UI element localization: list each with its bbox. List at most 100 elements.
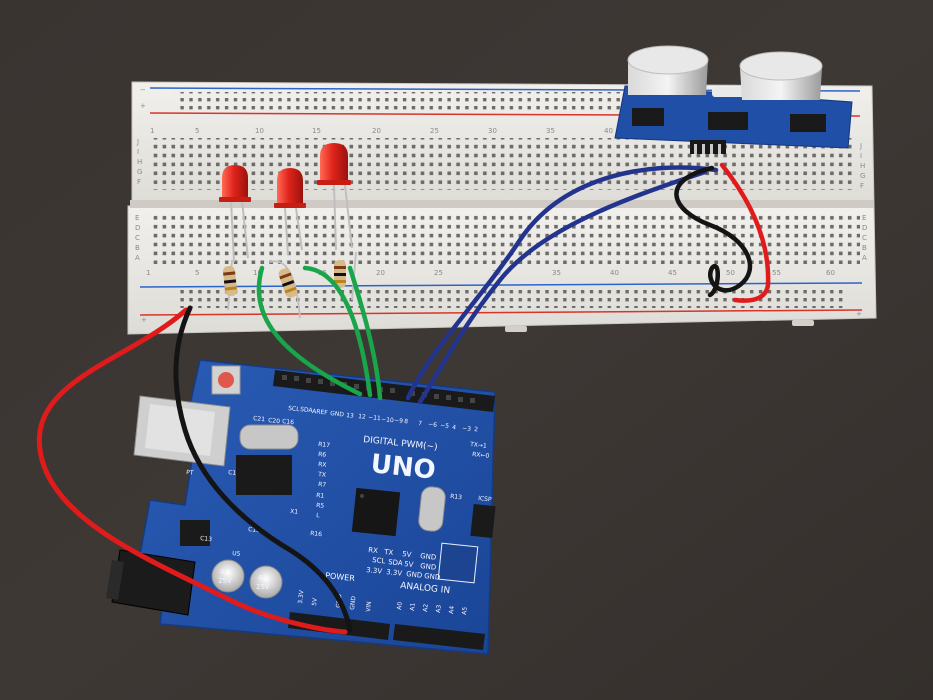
pt-label: PT [186,469,194,477]
chip-dot [360,494,364,498]
ultrasonic-sensor [614,45,853,154]
wire-green-2 [302,265,373,398]
tx-pin-label: TX→1 [469,441,487,450]
wire-red-5v [36,307,348,635]
rail-plus-bottom: + [141,316,147,324]
sda-label: SDA [300,406,314,414]
wire-black-sensor-gnd [674,165,753,298]
col-num-top-35: 35 [546,127,555,135]
row-A-right: A [862,254,867,262]
sda-label-mid: SDA [388,558,403,567]
wire-blue-2 [417,169,708,405]
col-num-top-15: 15 [312,127,321,135]
rail-minus-top: − [140,86,146,94]
col-num-bottom-5: 5 [195,269,199,277]
row-I-right: I [860,152,862,160]
r17-label: R17 [318,441,331,449]
pin8-label: 8 [404,418,409,425]
resistor-1 [222,259,238,311]
pin2-label: 2 [474,426,479,433]
cap2-label-top: 47 [258,574,267,582]
rail-line-red-bottom [139,309,863,316]
power-header [288,612,390,640]
l-led-label: L [316,512,321,519]
rx-pin-label: RX←0 [472,451,490,460]
microcontroller-chip [351,487,401,537]
rx-led-label: RX [318,461,327,469]
col-num-bottom-40: 40 [610,269,619,277]
terminal-holes-upper [152,138,852,190]
c1-label: C1 [228,469,237,477]
tx-led-label: TX [317,471,326,479]
c21-label: C21 [253,415,266,423]
rail-holes-top [175,92,625,110]
3v3-label-1: 3.3V [366,566,383,576]
r6-label: R6 [318,451,327,459]
sensor-transducer-right [739,51,823,100]
gnd-label-mid: GND [420,552,437,562]
pin9-label: ~9 [394,417,404,425]
col-num-bottom-1: 1 [146,269,150,277]
col-num-bottom-45: 45 [668,269,677,277]
r5-label: R5 [316,502,325,510]
arduino-uno-board: 47 25V 47 25V UNO DIGITAL PWM(~) [106,359,496,655]
row-E-right: E [862,214,866,222]
main-crystal [418,486,446,532]
rx-tx-label-tx: TX [383,548,394,557]
breadboard-groove [130,200,874,208]
pin13-label: 13 [346,412,355,420]
a0-label: A0 [396,601,404,610]
wire-blue-1 [405,165,719,401]
scl-label: SCL [288,405,301,413]
row-H-right: H [860,162,865,170]
row-E: E [135,214,139,222]
row-B: B [135,244,140,252]
col-num-bottom-60: 60 [826,269,835,277]
row-D-right: D [862,224,867,232]
col-num-top-1: 1 [150,127,154,135]
breadboard-foot-1 [505,326,527,332]
ioref-label: 3.3V [297,589,305,604]
pin10-label: ~10 [381,416,395,424]
a3-label: A3 [435,604,443,613]
board-name-uno: UNO [369,449,437,486]
usb-connector [133,395,231,467]
a4-label: A4 [448,605,456,614]
pin7-label: 7 [418,420,423,427]
row-A: A [135,254,140,262]
aref-label: AREF [312,408,329,417]
col-num-top-25: 25 [430,127,439,135]
capacitor-1: 47 25V [211,559,245,593]
gnd-label-mid2: GND [420,562,437,572]
terminal-holes-lower [150,212,860,264]
c20-label: C20 [268,417,281,425]
c13-label: C13 [200,535,213,543]
row-C: C [135,234,140,242]
sensor-chip-3 [790,114,826,132]
5v-label-mid: 5V [402,550,412,559]
5v-label-mid2: 5V [404,560,414,569]
pin11-label: ~11 [368,414,382,422]
sensor-header [690,140,726,154]
col-num-bottom-50: 50 [726,269,735,277]
cap2-label-mid: 25V [256,583,270,591]
row-G-right: G [860,172,865,180]
pin3-label: ~3 [462,425,472,433]
r7-label: R7 [318,481,327,489]
row-letters-lower-right: E D C B A [862,214,867,262]
wire-green-1 [256,265,363,397]
row-D: D [135,224,140,232]
col-num-bottom-35: 35 [552,269,561,277]
r1-label: R1 [316,492,325,500]
pin12-label: 12 [358,413,367,421]
col-num-top-30: 30 [488,127,497,135]
usb-chip [236,455,292,495]
rail-plus-bottom-right: + [856,310,862,318]
row-H: H [137,158,142,166]
a2-label: A2 [422,603,430,612]
row-C-right: C [862,234,867,242]
reset-button-cap[interactable] [218,372,234,388]
gnd-label-top: GND [330,410,345,418]
col-num-bottom-10: 10 [253,269,262,277]
sensor-transducer-left [627,45,709,95]
